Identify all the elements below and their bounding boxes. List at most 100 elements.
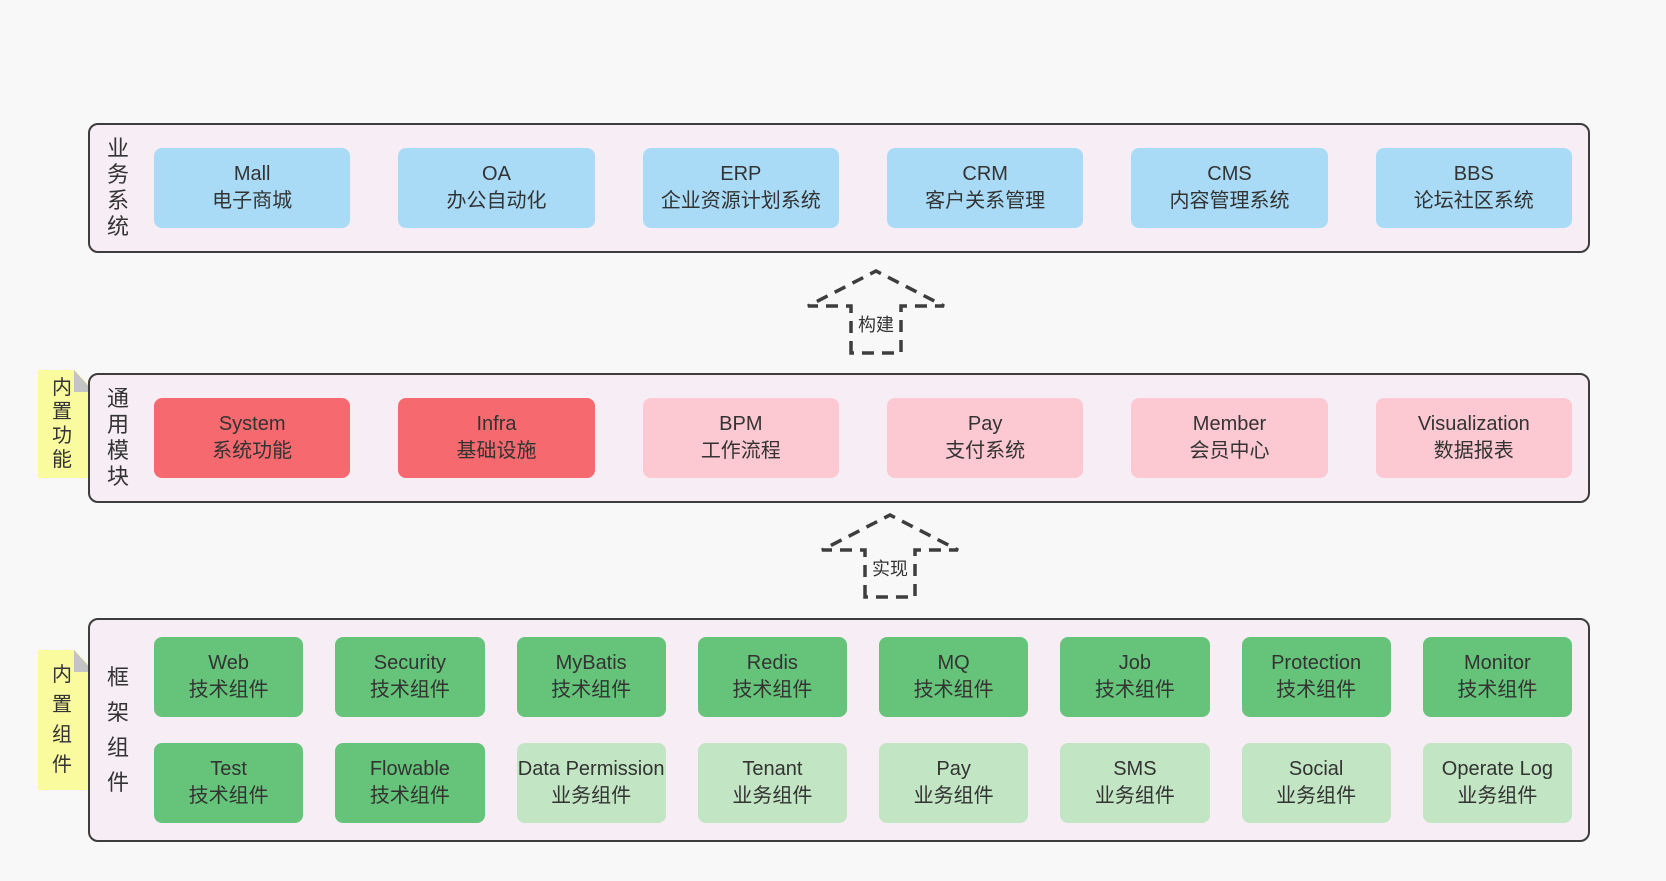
band-title: 框架组件 — [106, 665, 129, 795]
band-title: 业务系统 — [106, 136, 129, 239]
box-title: CRM — [962, 163, 1008, 185]
box-subtitle: 系统功能 — [212, 440, 293, 462]
up-arrow-icon — [807, 269, 945, 355]
common-modules-row: System 系统功能 Infra 基础设施 BPM 工作流程 Pay 支付系统… — [154, 398, 1572, 478]
box-title: Flowable — [369, 758, 450, 780]
box-title: Tenant — [742, 758, 803, 780]
box-title: System — [218, 413, 286, 435]
box-subtitle: 技术组件 — [369, 679, 450, 701]
component-box: Monitor 技术组件 — [1422, 637, 1572, 717]
box-title: BBS — [1453, 163, 1494, 185]
sticky-note-builtin-features: 内置功能 — [38, 370, 94, 478]
framework-components-band: 框架组件 Web 技术组件 Security 技术组件 MyBatis 技术组件… — [88, 618, 1590, 842]
implement-arrow: 实现 — [820, 513, 960, 599]
component-box: MQ 技术组件 — [879, 637, 1029, 717]
box-title: SMS — [1113, 758, 1157, 780]
box-title: MyBatis — [555, 652, 627, 674]
module-box: Pay 支付系统 — [886, 398, 1084, 478]
component-box: Tenant 业务组件 — [697, 743, 847, 823]
component-box: Security 技术组件 — [335, 637, 485, 717]
box-subtitle: 基础设施 — [456, 440, 537, 462]
box-subtitle: 内容管理系统 — [1169, 190, 1290, 212]
component-box: MyBatis 技术组件 — [516, 637, 666, 717]
system-box: Mall 电子商城 — [154, 148, 351, 228]
component-box: Operate Log 业务组件 — [1422, 743, 1572, 823]
module-box: System 系统功能 — [154, 398, 351, 478]
box-subtitle: 工作流程 — [700, 440, 781, 462]
box-subtitle: 业务组件 — [913, 785, 994, 807]
business-systems-row: Mall 电子商城 OA 办公自动化 ERP 企业资源计划系统 CRM 客户关系… — [154, 148, 1572, 228]
framework-components-row-1: Web 技术组件 Security 技术组件 MyBatis 技术组件 Redi… — [154, 637, 1572, 717]
box-subtitle: 会员中心 — [1189, 440, 1270, 462]
sticky-note-builtin-components: 内置组件 — [38, 650, 94, 790]
band-title: 通用模块 — [106, 386, 129, 489]
framework-components-row-2: Test 技术组件 Flowable 技术组件 Data Permission … — [154, 743, 1572, 823]
component-box: SMS 业务组件 — [1060, 743, 1210, 823]
box-subtitle: 技术组件 — [732, 679, 813, 701]
module-box: Infra 基础设施 — [398, 398, 595, 478]
component-box: Pay 业务组件 — [879, 743, 1029, 823]
business-systems-band: 业务系统 Mall 电子商城 OA 办公自动化 ERP 企业资源计划系统 CRM… — [88, 123, 1590, 253]
box-title: BPM — [719, 413, 763, 435]
box-title: Security — [373, 652, 446, 674]
system-box: CRM 客户关系管理 — [886, 148, 1084, 228]
box-subtitle: 技术组件 — [1276, 679, 1357, 701]
box-title: Infra — [476, 413, 517, 435]
module-box: Visualization 数据报表 — [1375, 398, 1572, 478]
box-title: Visualization — [1417, 413, 1530, 435]
box-subtitle: 论坛社区系统 — [1413, 190, 1534, 212]
box-title: Member — [1192, 413, 1267, 435]
component-box: Job 技术组件 — [1060, 637, 1210, 717]
box-subtitle: 办公自动化 — [446, 190, 547, 212]
build-arrow: 构建 — [806, 269, 946, 355]
up-arrow-icon — [821, 513, 959, 599]
box-title: OA — [482, 163, 511, 185]
box-subtitle: 业务组件 — [732, 785, 813, 807]
build-arrow-label: 构建 — [855, 311, 897, 337]
box-title: Redis — [746, 652, 798, 674]
system-box: ERP 企业资源计划系统 — [642, 148, 839, 228]
box-title: ERP — [720, 163, 762, 185]
box-subtitle: 技术组件 — [1457, 679, 1538, 701]
sticky-note-label: 内置组件 — [52, 664, 72, 776]
box-title: Job — [1118, 652, 1151, 674]
system-box: CMS 内容管理系统 — [1131, 148, 1328, 228]
box-title: Protection — [1271, 652, 1362, 674]
component-box: Social 业务组件 — [1241, 743, 1391, 823]
module-box: Member 会员中心 — [1131, 398, 1328, 478]
box-subtitle: 技术组件 — [1094, 679, 1175, 701]
box-title: Monitor — [1464, 652, 1531, 674]
box-subtitle: 支付系统 — [945, 440, 1026, 462]
box-subtitle: 技术组件 — [188, 679, 269, 701]
box-title: Test — [210, 758, 247, 780]
box-subtitle: 业务组件 — [1457, 785, 1538, 807]
box-title: CMS — [1207, 163, 1252, 185]
box-title: Social — [1288, 758, 1344, 780]
box-title: Operate Log — [1441, 758, 1553, 780]
box-title: Mall — [233, 163, 271, 185]
box-subtitle: 电子商城 — [212, 190, 293, 212]
box-subtitle: 技术组件 — [551, 679, 632, 701]
box-title: MQ — [937, 652, 970, 674]
box-subtitle: 技术组件 — [913, 679, 994, 701]
system-box: OA 办公自动化 — [398, 148, 595, 228]
box-title: Web — [208, 652, 249, 674]
box-title: Pay — [936, 758, 971, 780]
box-subtitle: 客户关系管理 — [925, 190, 1046, 212]
component-box: Test 技术组件 — [154, 743, 304, 823]
box-subtitle: 技术组件 — [188, 785, 269, 807]
box-subtitle: 业务组件 — [551, 785, 632, 807]
component-box: Flowable 技术组件 — [335, 743, 485, 823]
box-subtitle: 技术组件 — [369, 785, 450, 807]
implement-arrow-label: 实现 — [869, 555, 911, 581]
system-box: BBS 论坛社区系统 — [1375, 148, 1572, 228]
component-box: Data Permission 业务组件 — [516, 743, 666, 823]
box-title: Pay — [967, 413, 1003, 435]
common-modules-band: 通用模块 System 系统功能 Infra 基础设施 BPM 工作流程 Pay… — [88, 373, 1590, 503]
box-subtitle: 业务组件 — [1276, 785, 1357, 807]
component-box: Web 技术组件 — [154, 637, 304, 717]
box-subtitle: 数据报表 — [1433, 440, 1514, 462]
box-subtitle: 企业资源计划系统 — [660, 190, 821, 212]
component-box: Redis 技术组件 — [697, 637, 847, 717]
